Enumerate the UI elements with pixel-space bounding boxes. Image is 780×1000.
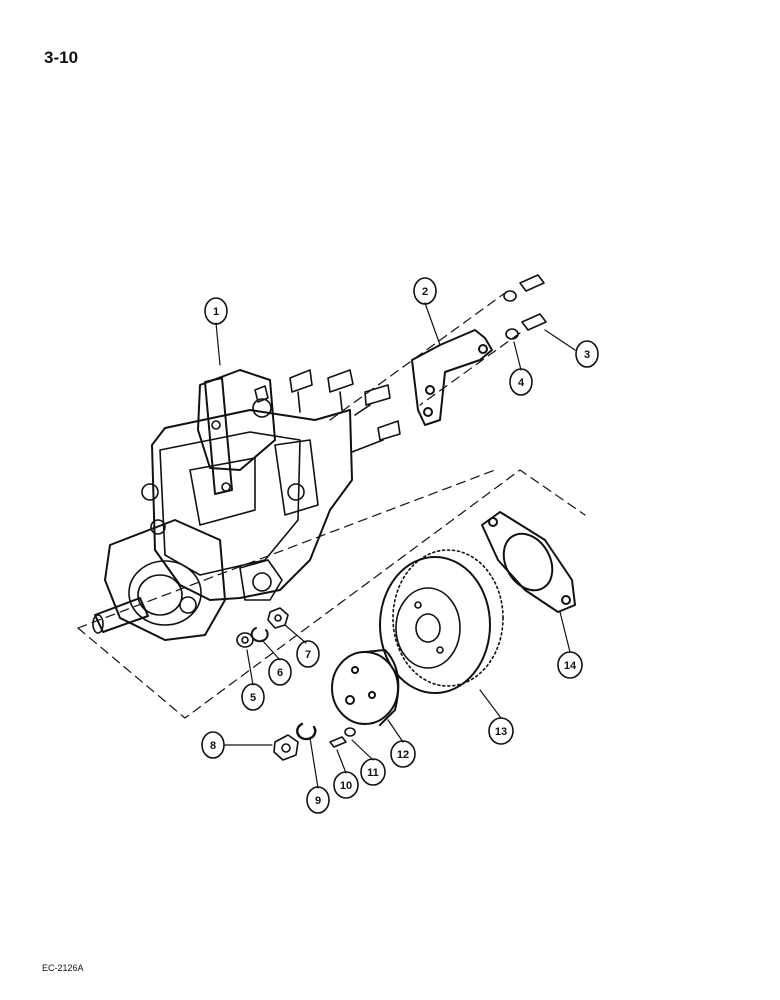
callout-3: 3 xyxy=(575,340,599,368)
svg-text:4: 4 xyxy=(518,377,525,389)
callout-6: 6 xyxy=(268,658,292,686)
callout-14: 14 xyxy=(557,651,583,679)
svg-text:3: 3 xyxy=(584,349,590,361)
svg-text:10: 10 xyxy=(340,780,352,792)
svg-text:11: 11 xyxy=(367,767,379,779)
leader-lines xyxy=(215,302,576,789)
callout-2: 2 xyxy=(413,277,437,305)
callout-10: 10 xyxy=(333,771,359,799)
svg-text:12: 12 xyxy=(397,749,409,761)
svg-text:13: 13 xyxy=(495,726,507,738)
svg-text:5: 5 xyxy=(250,692,256,704)
callout-1: 1 xyxy=(204,297,228,325)
svg-text:8: 8 xyxy=(210,740,216,752)
callout-5: 5 xyxy=(241,683,265,711)
callout-8: 8 xyxy=(201,731,225,759)
svg-text:6: 6 xyxy=(277,667,283,679)
callout-9: 9 xyxy=(306,786,330,814)
svg-text:9: 9 xyxy=(315,795,321,807)
gasket xyxy=(481,511,576,613)
callout-7: 7 xyxy=(296,640,320,668)
drive-hub xyxy=(331,649,400,726)
callout-12: 12 xyxy=(390,740,416,768)
callout-13: 13 xyxy=(488,717,514,745)
gear-fasteners xyxy=(273,722,356,761)
mounting-bracket xyxy=(411,329,493,426)
callout-4: 4 xyxy=(509,368,533,396)
svg-text:1: 1 xyxy=(213,306,219,318)
bracket-bolts xyxy=(519,274,547,331)
figure-code: EC-2126A xyxy=(42,963,84,973)
injection-pump xyxy=(92,369,401,641)
bracket-washers xyxy=(503,290,519,340)
page-number: 3-10 xyxy=(44,48,79,67)
callout-11: 11 xyxy=(360,758,386,786)
svg-text:2: 2 xyxy=(422,286,428,298)
svg-text:7: 7 xyxy=(305,649,311,661)
svg-text:14: 14 xyxy=(564,660,577,672)
drive-gear xyxy=(379,549,504,694)
